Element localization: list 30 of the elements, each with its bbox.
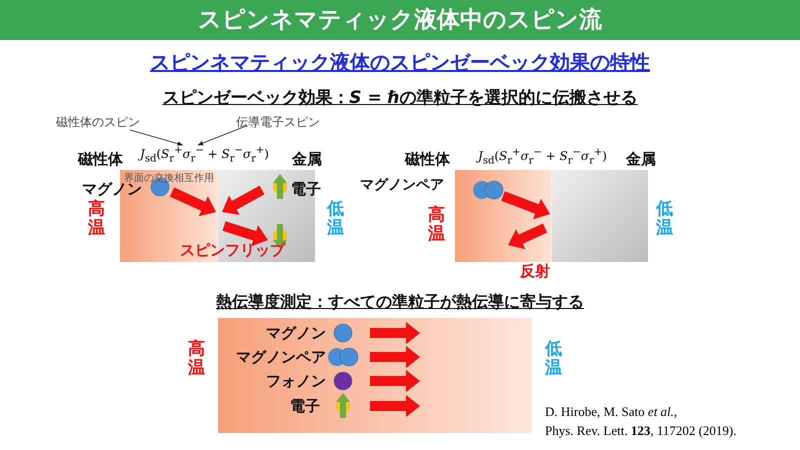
annotation-text: 伝導電子スピン bbox=[236, 114, 320, 130]
citation: Phys. Rev. Lett. 123, 117202 (2019). bbox=[545, 423, 737, 439]
heading: スピンゼーベック効果：S = ℏの準粒子を選択的に伝搬させる bbox=[161, 87, 639, 109]
formula: J$_{sd}$(S$_{r}$$^{+}$σ$_{r}$$^{−}$ + S$_{r}$$^{−}$σ$_{r}$$^{+}$) bbox=[478, 147, 607, 166]
label: マグノンペア bbox=[360, 176, 444, 194]
label: 金属 bbox=[292, 150, 322, 169]
label: 高温 bbox=[88, 200, 106, 238]
label: 高温 bbox=[188, 340, 206, 378]
label: 反射 bbox=[520, 262, 550, 281]
label: 磁性体 bbox=[405, 150, 450, 169]
label: 高温 bbox=[428, 206, 446, 244]
label: 低温 bbox=[656, 200, 674, 238]
leader-line bbox=[198, 126, 246, 146]
label: 電子 bbox=[291, 180, 321, 199]
heading: 熱伝導度測定：すべての準粒子が熱伝導に寄与する bbox=[215, 292, 585, 313]
subtitle: スピンネマティック液体のスピンゼーベック効果の特性 bbox=[149, 49, 651, 76]
annotation-text: 磁性体のスピン bbox=[56, 114, 140, 130]
label: フォノン bbox=[266, 372, 326, 391]
leader-line bbox=[130, 130, 184, 146]
label: 低温 bbox=[327, 200, 345, 238]
formula: J$_{sd}$(S$_{r}$$^{+}$σ$_{r}$$^{−}$ + S$_{r}$$^{−}$σ$_{r}$$^{+}$) bbox=[140, 145, 269, 164]
label: 電子 bbox=[290, 397, 320, 416]
label: 低温 bbox=[545, 340, 563, 378]
label: マグノンペア bbox=[236, 348, 326, 367]
slide-title: スピンネマティック液体中のスピン流 bbox=[0, 0, 800, 40]
label: スピンフリップ bbox=[180, 241, 285, 260]
citation: D. Hirobe, M. Sato et al., bbox=[545, 404, 678, 420]
label: 磁性体 bbox=[78, 150, 123, 169]
label: 金属 bbox=[626, 150, 656, 169]
label: マグノン bbox=[266, 324, 326, 343]
